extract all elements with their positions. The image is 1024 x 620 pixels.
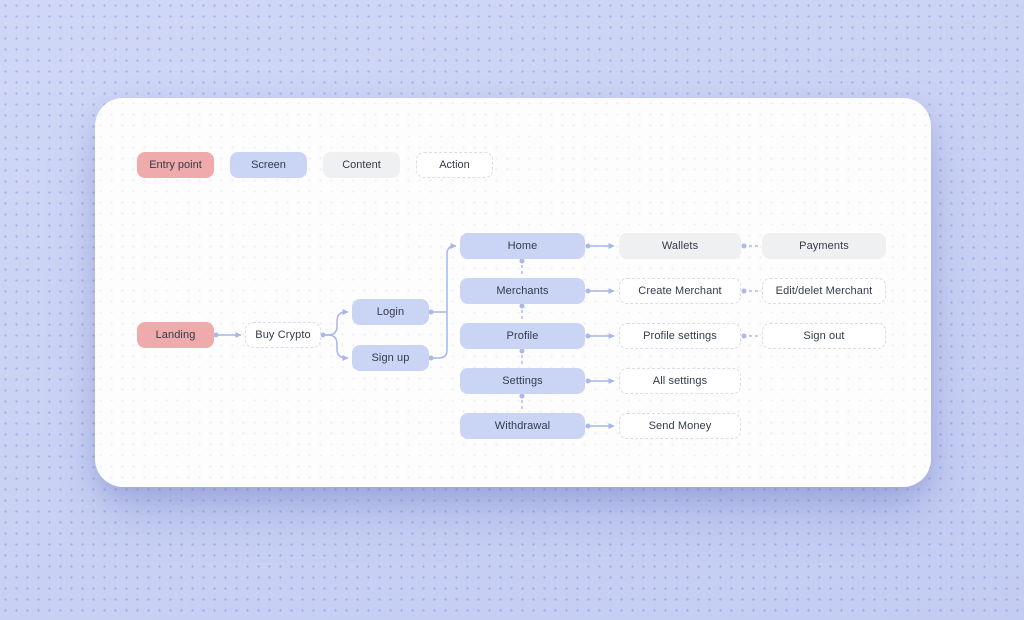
- legend-content: Content: [323, 152, 400, 178]
- node-profile: Profile: [460, 323, 585, 349]
- node-home: Home: [460, 233, 585, 259]
- legend-action: Action: [416, 152, 493, 178]
- legend: Entry point Screen Content Action: [137, 152, 493, 178]
- legend-screen: Screen: [230, 152, 307, 178]
- node-all-settings: All settings: [619, 368, 741, 394]
- node-login: Login: [352, 299, 429, 325]
- node-buy-crypto: Buy Crypto: [245, 322, 321, 348]
- node-profile-settings: Profile settings: [619, 323, 741, 349]
- node-wallets: Wallets: [619, 233, 741, 259]
- node-settings: Settings: [460, 368, 585, 394]
- node-merchants: Merchants: [460, 278, 585, 304]
- node-create-merchant: Create Merchant: [619, 278, 741, 304]
- node-payments: Payments: [762, 233, 886, 259]
- node-landing: Landing: [137, 322, 214, 348]
- node-sign-up: Sign up: [352, 345, 429, 371]
- node-send-money: Send Money: [619, 413, 741, 439]
- diagram-card: Entry point Screen Content Action: [95, 98, 931, 487]
- legend-entry-point: Entry point: [137, 152, 214, 178]
- node-sign-out: Sign out: [762, 323, 886, 349]
- node-edit-delete-merchant: Edit/delet Merchant: [762, 278, 886, 304]
- node-withdrawal: Withdrawal: [460, 413, 585, 439]
